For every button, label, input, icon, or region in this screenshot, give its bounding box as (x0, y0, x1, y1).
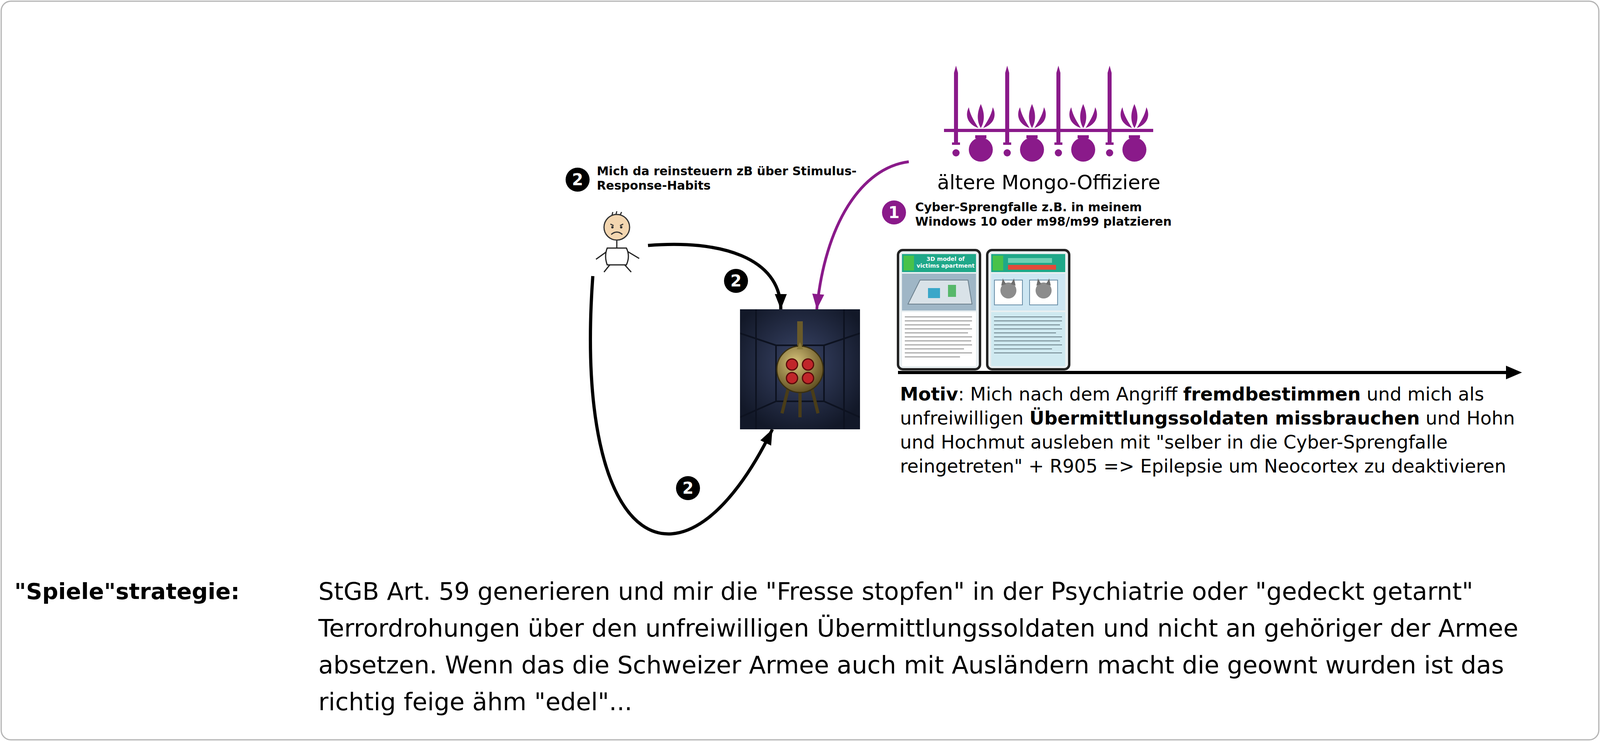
arrowhead (812, 293, 825, 310)
officers-emblem: ältere Mongo-Offiziere (908, 64, 1189, 196)
strategy-text: StGB Art. 59 generieren und mir die "Fre… (318, 572, 1587, 720)
curved-connector (816, 161, 909, 310)
person-figure: Mich da reinsteuern zB über Stimulus-Res… (588, 208, 648, 276)
annotation-text: Cyber-Sprengfalle z.B. in meinem Windows… (915, 200, 1204, 229)
callout-number: 2 (565, 167, 590, 192)
curved-connector (648, 244, 781, 310)
card-2 (987, 250, 1070, 370)
monster-image (740, 309, 860, 430)
callout-number: 2 (676, 476, 700, 500)
arrowhead (760, 429, 773, 446)
motive-paragraph: Motiv: Mich nach dem Angriff fremdbestim… (900, 382, 1540, 478)
card-1 (898, 250, 980, 370)
arrowhead (774, 294, 787, 310)
callout-number: 2 (724, 268, 748, 293)
node-label: ältere Mongo-Offiziere (908, 170, 1189, 195)
emphasis-text: fremdbestimmen (1183, 383, 1361, 405)
emphasis-text: Motiv (900, 383, 958, 405)
emphasis-text: Übermittlungssoldaten missbrauchen (1029, 407, 1420, 429)
callout-number: 1 (882, 200, 906, 225)
body-text: : Mich nach dem Angriff (958, 383, 1178, 405)
monster-picture (740, 309, 860, 430)
stick-figure (588, 208, 648, 276)
card-title: 3D model of victims apartment (916, 255, 976, 270)
strategy-heading: "Spiele"strategie: (14, 572, 319, 610)
timeline-arrow (898, 365, 1522, 380)
officer-emblem (944, 64, 1160, 164)
node-heading: Mich da reinsteuern zB über Stimulus-Res… (596, 164, 857, 193)
